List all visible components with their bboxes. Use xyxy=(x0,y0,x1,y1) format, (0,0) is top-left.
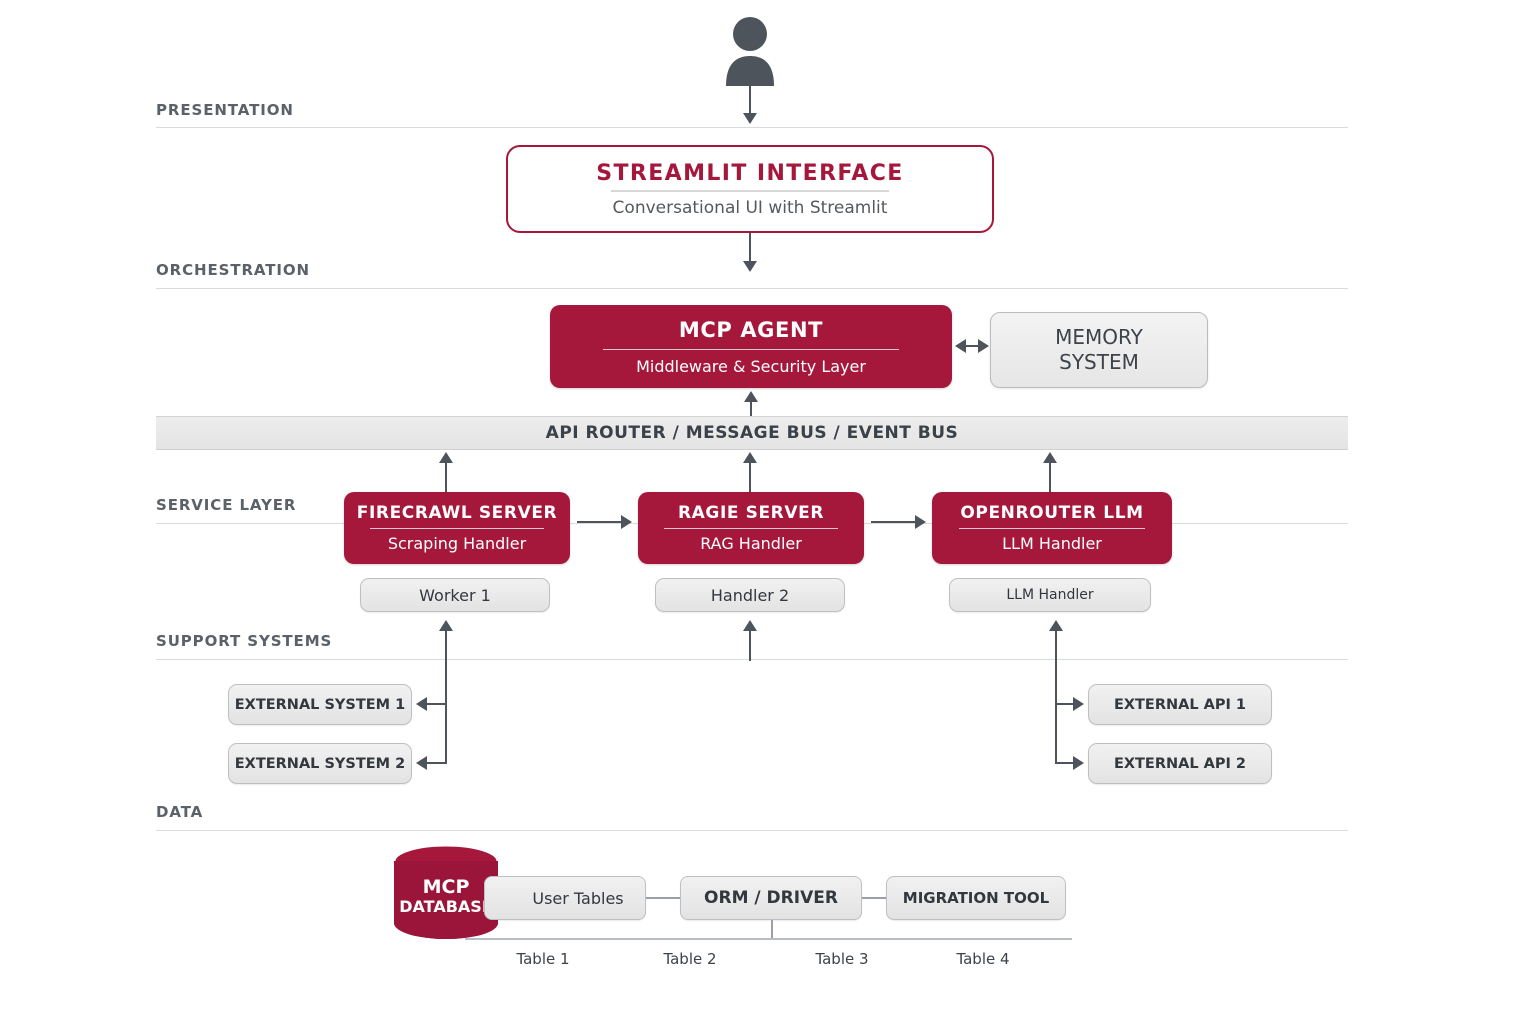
connector-firecrawl-to-bus xyxy=(445,462,447,492)
service-subbox-llm-handler-label: LLM Handler xyxy=(1006,587,1094,603)
arrow-user-to-interface xyxy=(743,113,757,124)
service-box-ragie[interactable]: RAGIE SERVER RAG Handler xyxy=(638,492,864,564)
connector-agent-to-memory xyxy=(960,345,984,347)
table-label-2: Table 2 xyxy=(663,950,717,968)
service-firecrawl-subtitle: Scraping Handler xyxy=(387,534,527,553)
external-system-1-box[interactable]: EXTERNAL SYSTEM 1 xyxy=(228,684,412,725)
arrow-to-external-api-2 xyxy=(1073,756,1084,770)
external-api-2-box[interactable]: EXTERNAL API 2 xyxy=(1088,743,1272,784)
external-system-1-label: EXTERNAL SYSTEM 1 xyxy=(234,696,406,713)
mcp-agent-box[interactable]: MCP AGENT Middleware & Security Layer xyxy=(550,305,952,388)
service-ragie-subtitle: RAG Handler xyxy=(700,534,802,553)
connector-firecrawl-to-ragie xyxy=(577,521,623,523)
arrow-left-trunk-to-worker xyxy=(439,620,453,631)
connector-openrouter-to-bus xyxy=(1049,462,1051,492)
connector-user-tables-to-orm xyxy=(646,897,680,899)
data-node-migration-tool[interactable]: MIGRATION TOOL xyxy=(886,876,1066,920)
section-label-data: DATA xyxy=(156,803,204,821)
section-rule-orchestration xyxy=(156,288,1348,289)
arrow-ragie-to-bus xyxy=(743,452,757,463)
arrow-interface-to-agent xyxy=(743,261,757,272)
section-rule-data xyxy=(156,830,1348,831)
arrow-firecrawl-to-ragie xyxy=(621,515,632,529)
streamlit-interface-title: STREAMLIT INTERFACE xyxy=(596,160,904,186)
table-label-3: Table 3 xyxy=(815,950,869,968)
section-label-service-layer: SERVICE LAYER xyxy=(156,496,297,514)
external-api-1-label: EXTERNAL API 1 xyxy=(1113,696,1247,713)
table-label-4: Table 4 xyxy=(956,950,1010,968)
mcp-agent-subtitle: Middleware & Security Layer xyxy=(636,356,866,376)
external-system-2-box[interactable]: EXTERNAL SYSTEM 2 xyxy=(228,743,412,784)
service-subbox-llm-handler[interactable]: LLM Handler xyxy=(949,578,1151,612)
data-node-migration-tool-label: MIGRATION TOOL xyxy=(902,889,1050,907)
arrow-agent-to-memory xyxy=(978,339,989,353)
arrow-to-external-system-1 xyxy=(416,697,427,711)
section-label-orchestration: ORCHESTRATION xyxy=(156,261,310,279)
arrow-middle-trunk-to-handler xyxy=(743,620,757,631)
service-subbox-handler-2[interactable]: Handler 2 xyxy=(655,578,845,612)
service-firecrawl-divider xyxy=(370,528,544,529)
service-openrouter-divider xyxy=(959,528,1145,529)
user-icon xyxy=(722,16,778,86)
section-rule-presentation xyxy=(156,127,1348,128)
connector-right-trunk xyxy=(1055,630,1057,764)
connector-orm-to-table-rail xyxy=(771,920,773,939)
connector-trunk-to-external-api-1 xyxy=(1055,703,1074,705)
service-openrouter-subtitle: LLM Handler xyxy=(1002,534,1102,553)
section-label-presentation: PRESENTATION xyxy=(156,101,294,119)
external-system-2-label: EXTERNAL SYSTEM 2 xyxy=(234,755,406,772)
service-box-firecrawl[interactable]: FIRECRAWL SERVER Scraping Handler xyxy=(344,492,570,564)
arrow-bus-to-agent xyxy=(744,391,758,402)
service-ragie-title: RAGIE SERVER xyxy=(677,503,825,523)
connector-trunk-to-external-system-2 xyxy=(427,762,446,764)
service-subbox-worker-1-label: Worker 1 xyxy=(419,585,491,605)
service-firecrawl-title: FIRECRAWL SERVER xyxy=(356,503,558,523)
connector-left-trunk xyxy=(445,630,447,764)
arrow-right-trunk-to-llm xyxy=(1049,620,1063,631)
connector-orm-to-migration xyxy=(862,897,886,899)
service-ragie-divider xyxy=(664,528,838,529)
arrow-to-external-system-2 xyxy=(416,756,427,770)
connector-bus-to-agent xyxy=(750,397,752,417)
memory-system-line1: MEMORY xyxy=(1055,325,1143,349)
section-label-support-systems: SUPPORT SYSTEMS xyxy=(156,632,333,650)
arrow-firecrawl-to-bus xyxy=(439,452,453,463)
service-subbox-handler-2-label: Handler 2 xyxy=(710,585,790,605)
connector-trunk-to-external-system-1 xyxy=(427,703,446,705)
data-node-user-tables[interactable]: User Tables xyxy=(484,876,646,920)
api-router-bus-bar: API ROUTER / MESSAGE BUS / EVENT BUS xyxy=(156,416,1348,450)
memory-system-line2: SYSTEM xyxy=(1059,350,1139,374)
data-node-orm-driver[interactable]: ORM / DRIVER xyxy=(680,876,862,920)
mcp-agent-title: MCP AGENT xyxy=(678,317,824,342)
data-node-user-tables-label: User Tables xyxy=(532,888,624,908)
connector-ragie-to-bus xyxy=(749,462,751,492)
connector-trunk-to-external-api-2 xyxy=(1055,762,1074,764)
memory-system-box[interactable]: MEMORY SYSTEM xyxy=(990,312,1208,388)
connector-interface-to-agent xyxy=(749,233,751,265)
service-box-openrouter[interactable]: OPENROUTER LLM LLM Handler xyxy=(932,492,1172,564)
api-router-bus-label: API ROUTER / MESSAGE BUS / EVENT BUS xyxy=(545,423,959,443)
service-openrouter-title: OPENROUTER LLM xyxy=(960,503,1144,523)
section-rule-support-systems xyxy=(156,659,1348,660)
arrow-ragie-to-openrouter xyxy=(915,515,926,529)
table-label-1: Table 1 xyxy=(516,950,570,968)
streamlit-interface-divider xyxy=(611,189,889,192)
connector-middle-trunk xyxy=(749,630,751,661)
arrow-memory-to-agent xyxy=(955,339,966,353)
streamlit-interface-box[interactable]: STREAMLIT INTERFACE Conversational UI wi… xyxy=(506,145,994,233)
arrow-to-external-api-1 xyxy=(1073,697,1084,711)
service-subbox-worker-1[interactable]: Worker 1 xyxy=(360,578,550,612)
arrow-openrouter-to-bus xyxy=(1043,452,1057,463)
data-node-orm-driver-label: ORM / DRIVER xyxy=(704,888,838,908)
external-api-1-box[interactable]: EXTERNAL API 1 xyxy=(1088,684,1272,725)
connector-ragie-to-openrouter xyxy=(871,521,917,523)
streamlit-interface-subtitle: Conversational UI with Streamlit xyxy=(612,197,888,218)
table-rail xyxy=(465,938,1072,940)
mcp-agent-divider xyxy=(603,348,899,350)
connector-user-to-interface xyxy=(749,86,751,118)
external-api-2-label: EXTERNAL API 2 xyxy=(1113,755,1247,772)
